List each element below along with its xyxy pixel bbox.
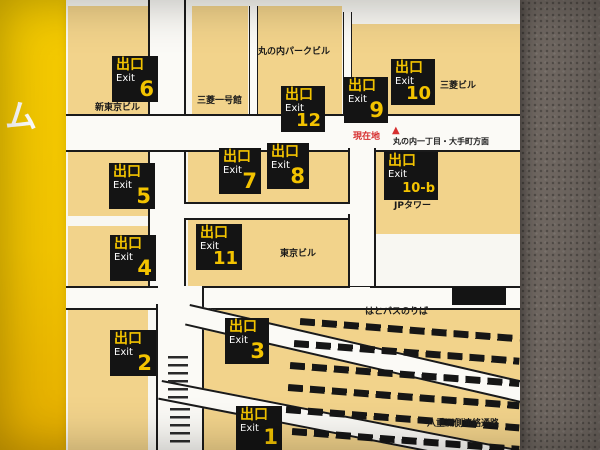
exit-marker-9: 出口 Exit 9	[344, 77, 388, 123]
exit-number: 1	[263, 425, 278, 449]
label-mitsubishi-bldg: 三菱ビル	[440, 81, 477, 91]
exit-number: 10	[405, 83, 431, 104]
label-shin-tokyo-bldg: 新東京ビル	[95, 103, 141, 113]
exit-word-jp: 出口	[348, 78, 376, 94]
exit-number: 7	[242, 169, 257, 193]
exit-word-jp: 出口	[116, 57, 144, 73]
exit-word-jp: 出口	[114, 331, 142, 347]
exit-number: 3	[250, 339, 265, 363]
label-jp-tower: JPタワー	[394, 201, 431, 211]
station-building-landmark	[452, 287, 506, 305]
exit-word-en: Exit	[388, 169, 407, 180]
exit-word-jp: 出口	[285, 87, 313, 103]
intersection-patch	[150, 116, 180, 146]
exit-word-jp: 出口	[271, 144, 299, 160]
building-mitsubishi-ichigokan	[192, 6, 248, 114]
label-mitsubishi-ichigokan: 三菱一号館	[197, 96, 243, 106]
label-direction-otemachi: 丸の内一丁目・大手町方面	[393, 137, 489, 146]
street-spur-right	[343, 12, 352, 114]
exit-number: 4	[137, 256, 152, 280]
exit-marker-2: 出口 Exit 2	[110, 330, 156, 376]
exit-word-jp: 出口	[395, 60, 423, 76]
exit-number: 9	[369, 98, 384, 122]
intersection-patch	[150, 288, 198, 304]
exit-number: 11	[212, 248, 238, 269]
exit-word-jp: 出口	[229, 319, 257, 335]
exit-word-en: Exit	[114, 252, 133, 263]
intersection-patch	[346, 204, 354, 214]
exit-number: 10-b	[402, 181, 435, 196]
exit-map-panel: 出口 Exit 6 出口 Exit 12 出口 Exit 9 出口 Exit 1…	[66, 0, 520, 450]
exit-number: 5	[136, 184, 151, 208]
exit-marker-10: 出口 Exit 10	[391, 59, 435, 105]
exit-marker-3: 出口 Exit 3	[225, 318, 269, 364]
street-horizontal-mid	[184, 202, 348, 220]
exit-word-en: Exit	[114, 347, 133, 358]
current-location-icon: ▲	[392, 125, 400, 136]
exit-marker-5: 出口 Exit 5	[109, 163, 155, 209]
exit-marker-12: 出口 Exit 12	[281, 86, 325, 132]
exit-word-jp: 出口	[113, 164, 141, 180]
label-yaesu-passage: 八重洲側連絡通路	[427, 419, 500, 429]
exit-word-en: Exit	[116, 73, 135, 84]
building-exit2-block	[68, 306, 148, 450]
exit-word-en: Exit	[271, 160, 290, 171]
wall-background	[520, 0, 600, 450]
stairs-hatch	[170, 408, 190, 446]
exit-word-en: Exit	[113, 180, 132, 191]
exit-marker-6: 出口 Exit 6	[112, 56, 158, 102]
partial-sign-text: ム	[5, 97, 38, 135]
yellow-sign-border	[0, 0, 66, 450]
label-tokyo-bldg: 東京ビル	[280, 249, 317, 259]
exit-word-jp: 出口	[223, 149, 251, 165]
exit-marker-11: 出口 Exit 11	[196, 224, 242, 270]
exit-marker-1: 出口 Exit 1	[236, 406, 282, 450]
street-vertical-right	[348, 148, 376, 306]
street-horizontal-lower	[66, 286, 520, 310]
exit-word-en: Exit	[240, 423, 259, 434]
exit-word-jp: 出口	[240, 407, 268, 423]
exit-marker-4: 出口 Exit 4	[110, 235, 156, 281]
label-hato-bus: はとバスのりば	[365, 307, 429, 317]
exit-word-en: Exit	[200, 241, 219, 252]
street-spur-left	[249, 6, 258, 114]
exit-word-en: Exit	[395, 76, 414, 87]
exit-number: 8	[290, 164, 305, 188]
exit-word-jp: 出口	[200, 225, 228, 241]
intersection-patch	[350, 287, 370, 303]
exit-marker-8: 出口 Exit 8	[267, 143, 309, 189]
exit-number: 6	[139, 77, 154, 101]
exit-word-en: Exit	[285, 103, 304, 114]
exit-word-en: Exit	[223, 165, 242, 176]
exit-number: 2	[137, 351, 152, 375]
exit-word-en: Exit	[229, 335, 248, 346]
exit-word-jp: 出口	[114, 236, 142, 252]
exit-marker-7: 出口 Exit 7	[219, 148, 261, 194]
exit-marker-10b: 出口 Exit 10-b	[384, 152, 438, 200]
exit-word-jp: 出口	[388, 153, 416, 169]
label-marunouchi-park-bldg: 丸の内パークビル	[258, 47, 331, 57]
stairs-hatch	[168, 356, 188, 400]
exit-number: 12	[295, 110, 321, 131]
exit-word-en: Exit	[348, 94, 367, 105]
label-current-location: 現在地	[353, 132, 381, 142]
